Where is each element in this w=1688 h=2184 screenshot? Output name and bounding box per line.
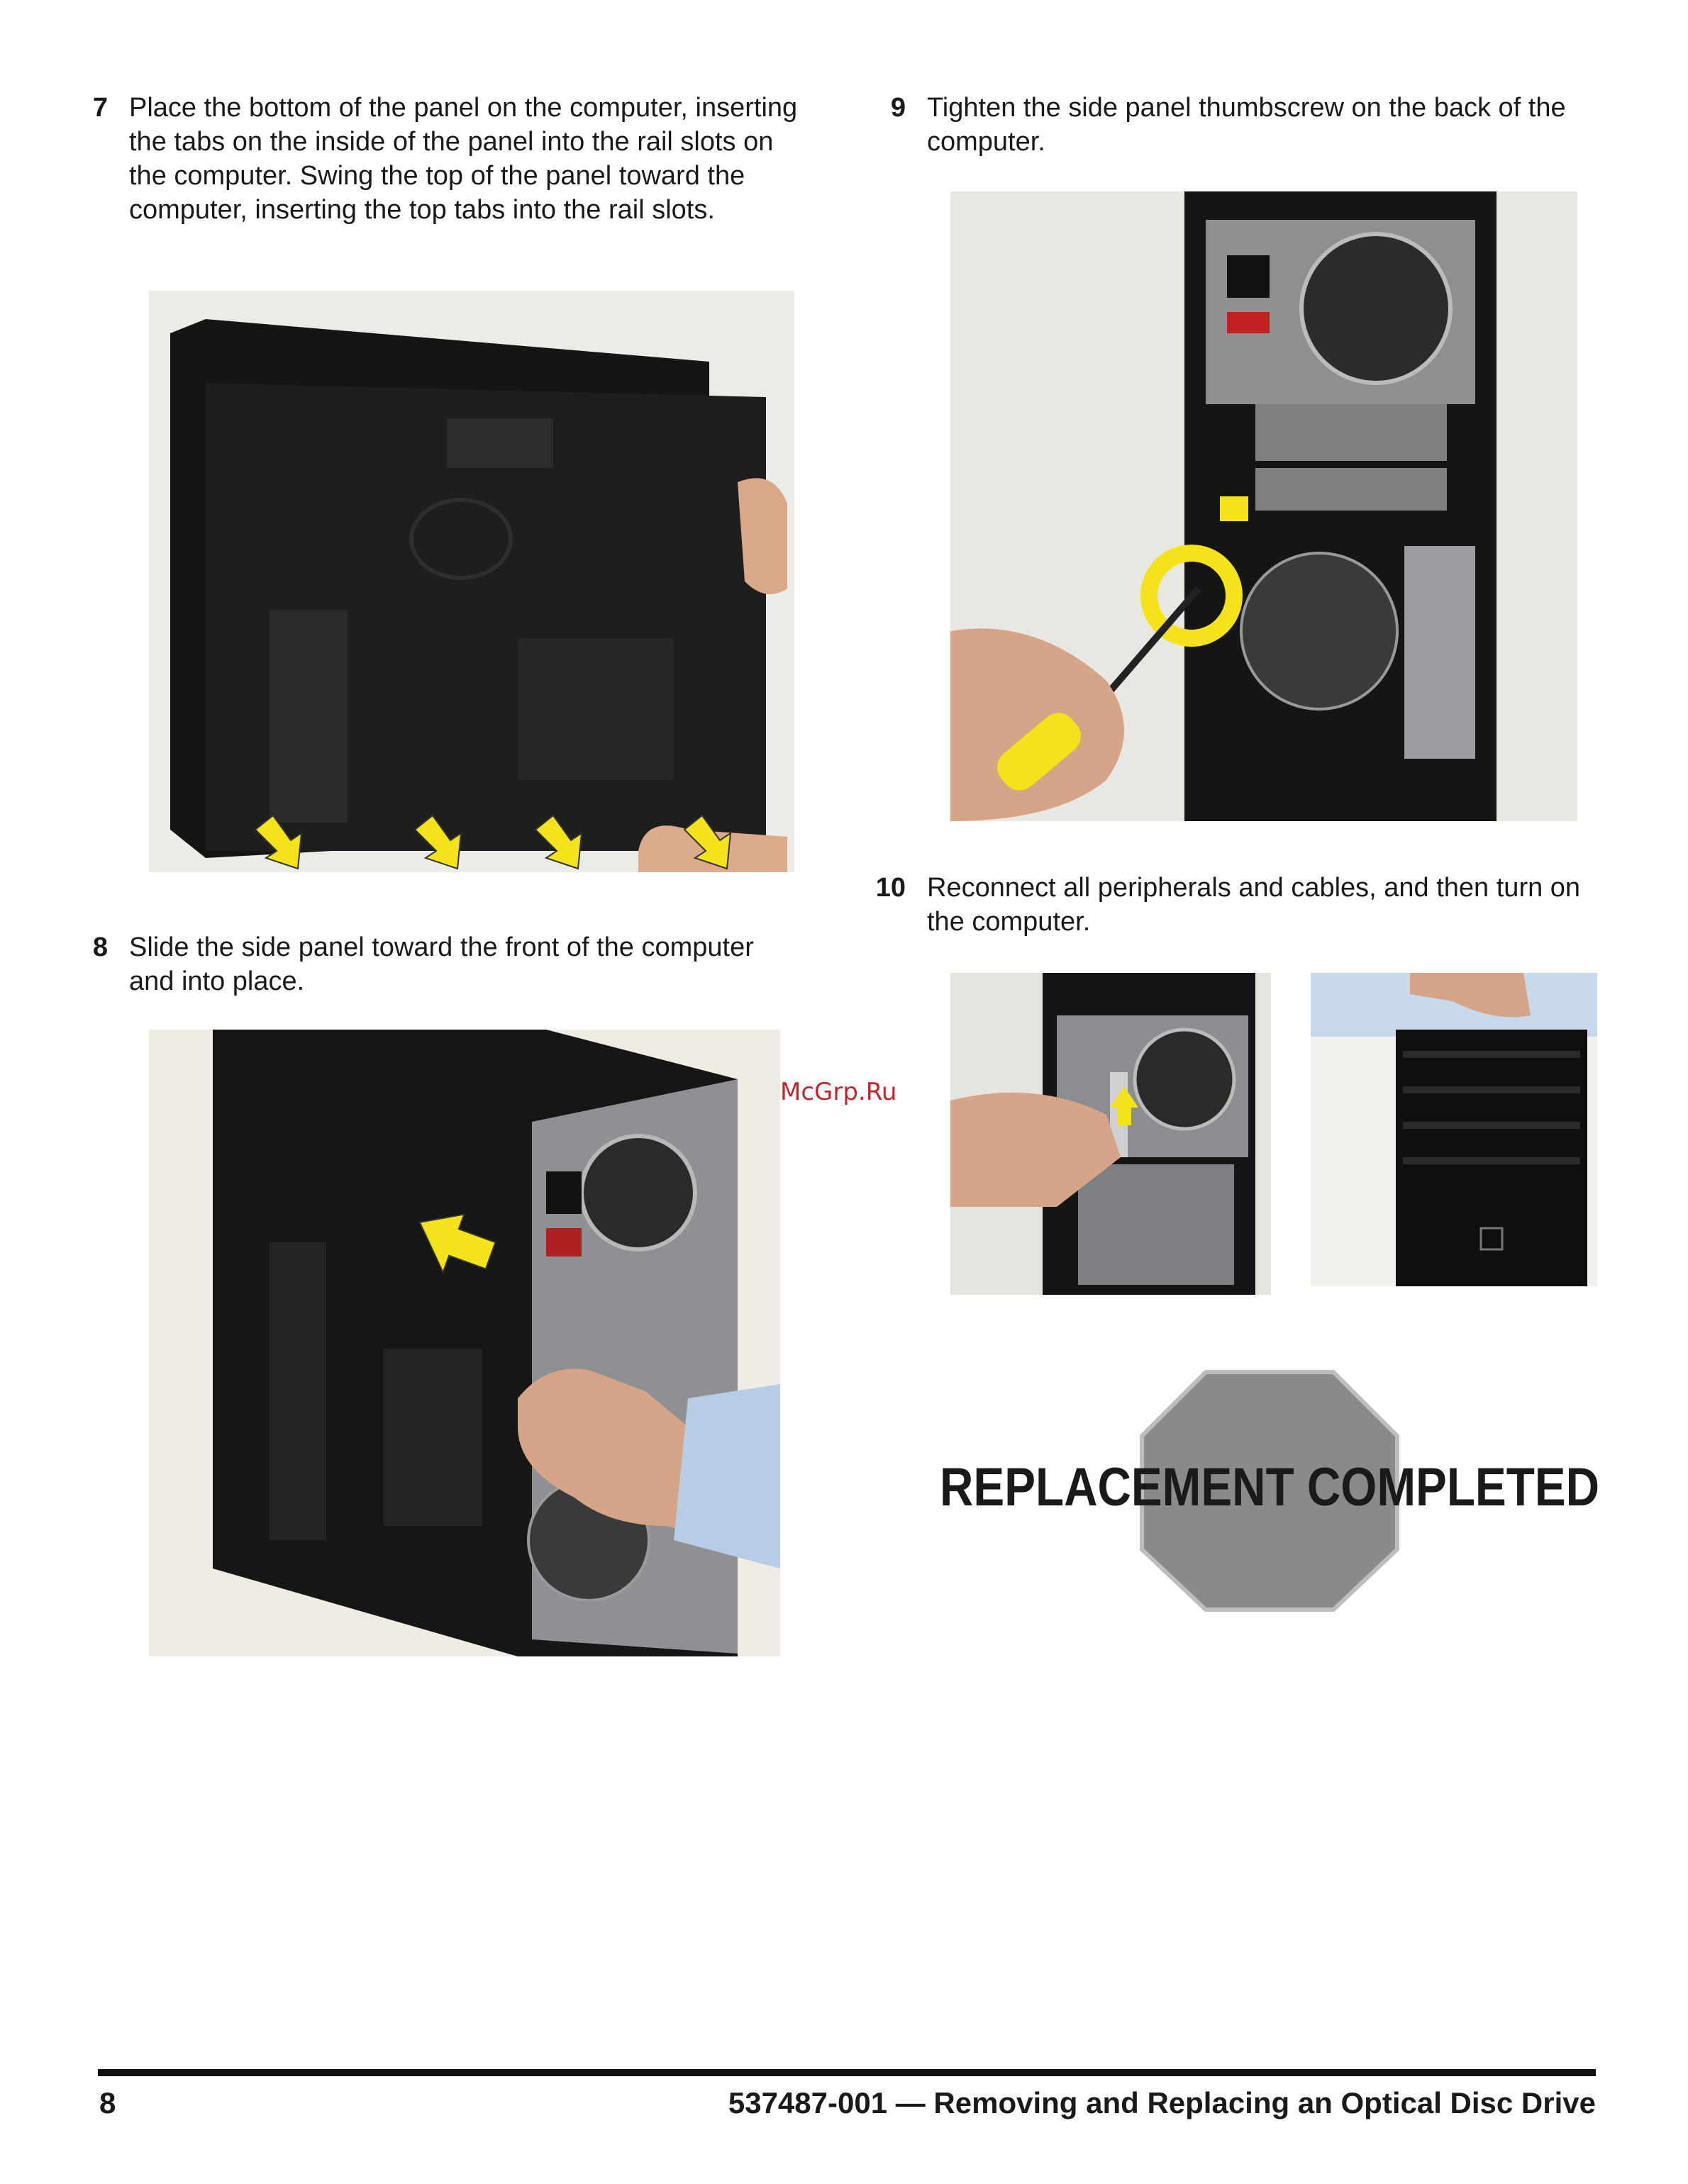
photo-power-on (1311, 973, 1597, 1286)
stop-sign-octagon (1140, 1370, 1399, 1612)
step-10: 10 Reconnect all peripherals and cables,… (862, 871, 1614, 939)
photo-panel-tabs-insert (149, 291, 794, 872)
stamp-text: REPLACEMENT COMPLETED (940, 1457, 1599, 1517)
step-number: 8 (92, 932, 108, 962)
photo-reconnect-cables (950, 973, 1271, 1295)
step-text: Reconnect all peripherals and cables, an… (927, 873, 1581, 937)
step-number: 10 (875, 873, 906, 903)
photo-slide-side-panel (149, 1030, 780, 1656)
document-title: 537487-001 — Removing and Replacing an O… (728, 2086, 1596, 2119)
footer-rule (98, 2069, 1596, 2076)
step-number: 9 (890, 93, 906, 123)
step-text: Slide the side panel toward the front of… (129, 932, 754, 996)
page-number: 8 (99, 2086, 116, 2119)
watermark: McGrp.Ru (780, 1078, 897, 1106)
photo-tighten-thumbscrew (950, 191, 1577, 821)
step-number: 7 (92, 93, 108, 123)
step-8: 8 Slide the side panel toward the front … (64, 930, 801, 998)
step-7: 7 Place the bottom of the panel on the c… (64, 91, 801, 227)
step-text: Tighten the side panel thumbscrew on the… (927, 93, 1566, 157)
replacement-completed-stamp: REPLACEMENT COMPLETED (915, 1365, 1624, 1613)
step-text: Place the bottom of the panel on the com… (129, 93, 798, 225)
step-9: 9 Tighten the side panel thumbscrew on t… (862, 91, 1614, 159)
